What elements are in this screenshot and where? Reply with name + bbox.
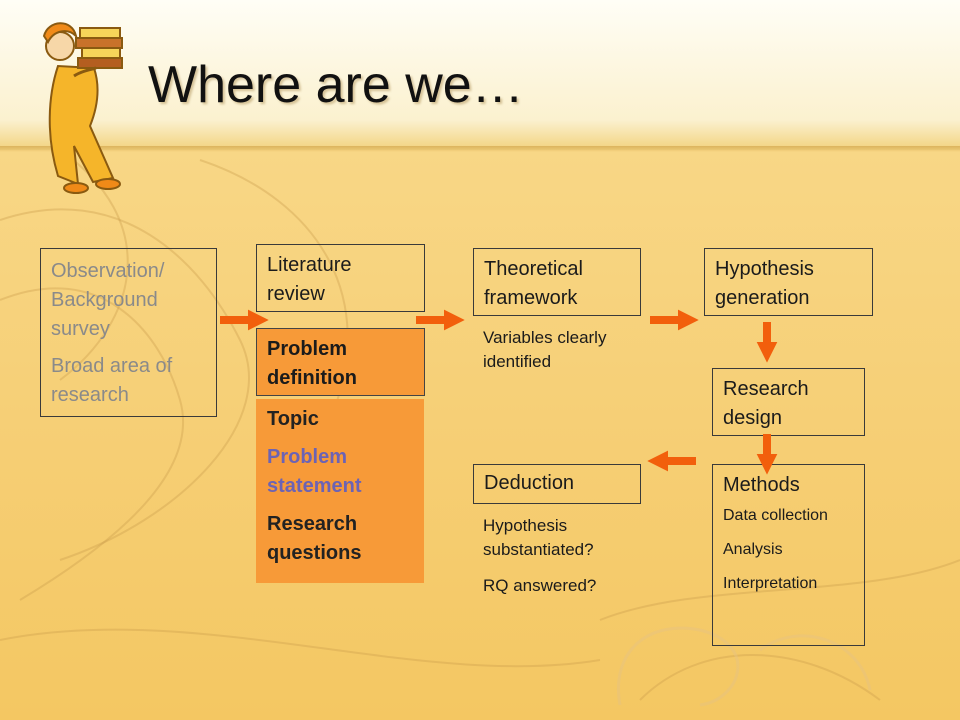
variables-identified-text: Variables clearly identified (483, 328, 607, 371)
deduction-notes: Hypothesis substantiated? RQ answered? (483, 514, 653, 598)
data-collection-text: Data collection (723, 507, 828, 524)
title-band-divider (0, 146, 960, 152)
topic-label: Topic (267, 408, 319, 430)
woman-carrying-books-clipart (42, 22, 123, 194)
analysis-text: Analysis (723, 541, 783, 558)
problem-definition-box: Problem definition (256, 328, 425, 396)
research-design-box: Research design (712, 368, 865, 436)
observation-text: Observation/ Background survey (51, 260, 165, 340)
hypothesis-generation-box: Hypothesis generation (704, 248, 873, 316)
observation-box: Observation/ Background survey Broad are… (40, 248, 217, 417)
deduction-label: Deduction (484, 472, 575, 494)
title-band (0, 0, 960, 150)
slide-title: Where are we… (148, 56, 524, 114)
broad-area-text: Broad area of research (51, 355, 173, 406)
methods-label: Methods (723, 474, 800, 496)
deduction-box: Deduction (473, 464, 641, 504)
research-questions-label: Research questions (267, 513, 362, 564)
problem-definition-label: Problem definition (267, 338, 357, 389)
methods-notes: Data collection Analysis Interpretation (723, 504, 854, 596)
literature-review-label: Literature review (267, 254, 352, 305)
topic-panel: Topic Problem statement Research questio… (256, 399, 424, 583)
research-design-label: Research design (723, 378, 809, 429)
hypothesis-generation-label: Hypothesis generation (715, 258, 814, 309)
literature-review-box: Literature review (256, 244, 425, 312)
theoretical-framework-label: Theoretical framework (484, 258, 583, 309)
methods-box: Methods Data collection Analysis Interpr… (712, 464, 865, 646)
problem-statement-label: Problem statement (267, 446, 362, 497)
interpretation-text: Interpretation (723, 575, 818, 592)
rq-answered-text: RQ answered? (483, 576, 597, 595)
theoretical-framework-box: Theoretical framework (473, 248, 641, 316)
theoretical-note: Variables clearly identified (483, 326, 653, 374)
hypothesis-substantiated-text: Hypothesis substantiated? (483, 516, 594, 559)
